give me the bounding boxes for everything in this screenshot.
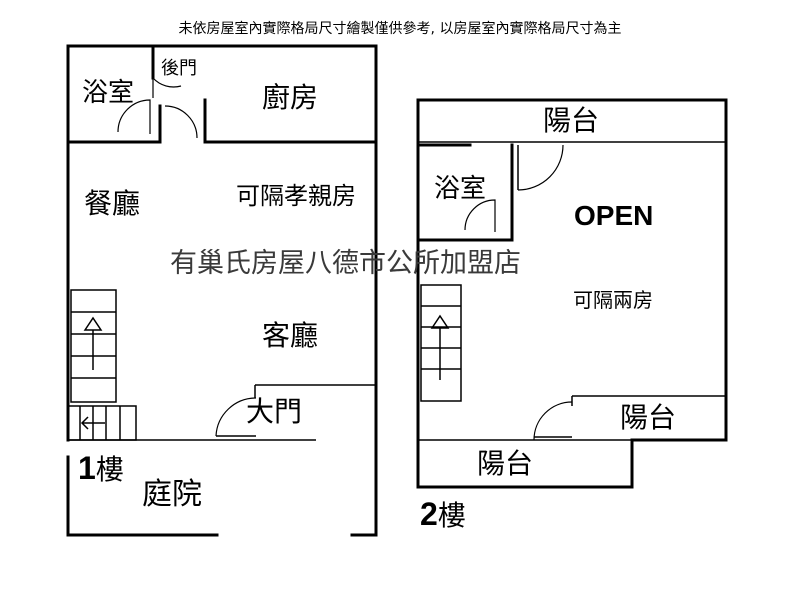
floor2-floor-label: 2樓 [420,498,466,530]
floor2-bathroom-door-swing [517,144,564,191]
floor2-outer-wall [416,98,728,489]
floor2-staircase [420,284,462,402]
floor1-dining-room-label: 餐廳 [84,187,141,220]
floor1-living-room-label: 客廳 [262,319,319,352]
floor1-back-door-swing [152,77,182,98]
floor2-plan [416,98,728,489]
floor2-balcony-top-label: 陽台 [543,104,600,137]
floor1-courtyard-label: 庭院 [142,477,202,512]
floor2-floor-char: 樓 [437,499,466,532]
floor2-bathroom-label: 浴室 [434,174,487,204]
floor1-outer-wall [66,44,378,537]
floor1-number: 1 [78,450,96,486]
floor1-main-door-label: 大門 [246,395,303,428]
floor1-main-door-wall [254,384,376,398]
floor1-kitchen-door-swing [164,105,198,139]
floor1-floor-label: 1樓 [78,452,124,484]
floor2-bathroom-wall [416,143,514,242]
floor2-open-label: OPEN [574,200,654,231]
floor1-kitchen-label: 廚房 [262,81,319,114]
floor1-bathroom-wall [66,46,162,144]
floor2-balcony-bottom-label: 陽台 [477,447,534,480]
floor1-staircase [67,289,137,441]
floor2-balcony-right-wall [571,395,726,406]
floor2-balcony-right-label: 陽台 [620,401,677,434]
floor2-bathroom-inner-door-swing [464,199,496,232]
disclaimer-text: 未依房屋室內實際格局尺寸繪製僅供參考, 以房屋室內實際格局尺寸為主 [178,21,622,37]
floor1-kitchen-wall [203,98,378,144]
floor1-back-door-label: 後門 [161,58,197,79]
floor1-bathroom-door-swing [117,99,151,134]
floor1-parent-room-label: 可隔孝親房 [236,182,356,210]
watermark-text: 有巢氏房屋八德市公所加盟店 [170,248,521,279]
floor1-floor-char: 樓 [95,453,124,486]
floor1-bathroom-label: 浴室 [82,78,135,108]
floor2-two-rooms-label: 可隔兩房 [573,288,653,312]
floor2-balcony-door-swing [533,401,573,441]
floor1-plan [66,44,378,537]
floor2-number: 2 [420,496,438,532]
floor1-main-door-swing [215,397,257,437]
